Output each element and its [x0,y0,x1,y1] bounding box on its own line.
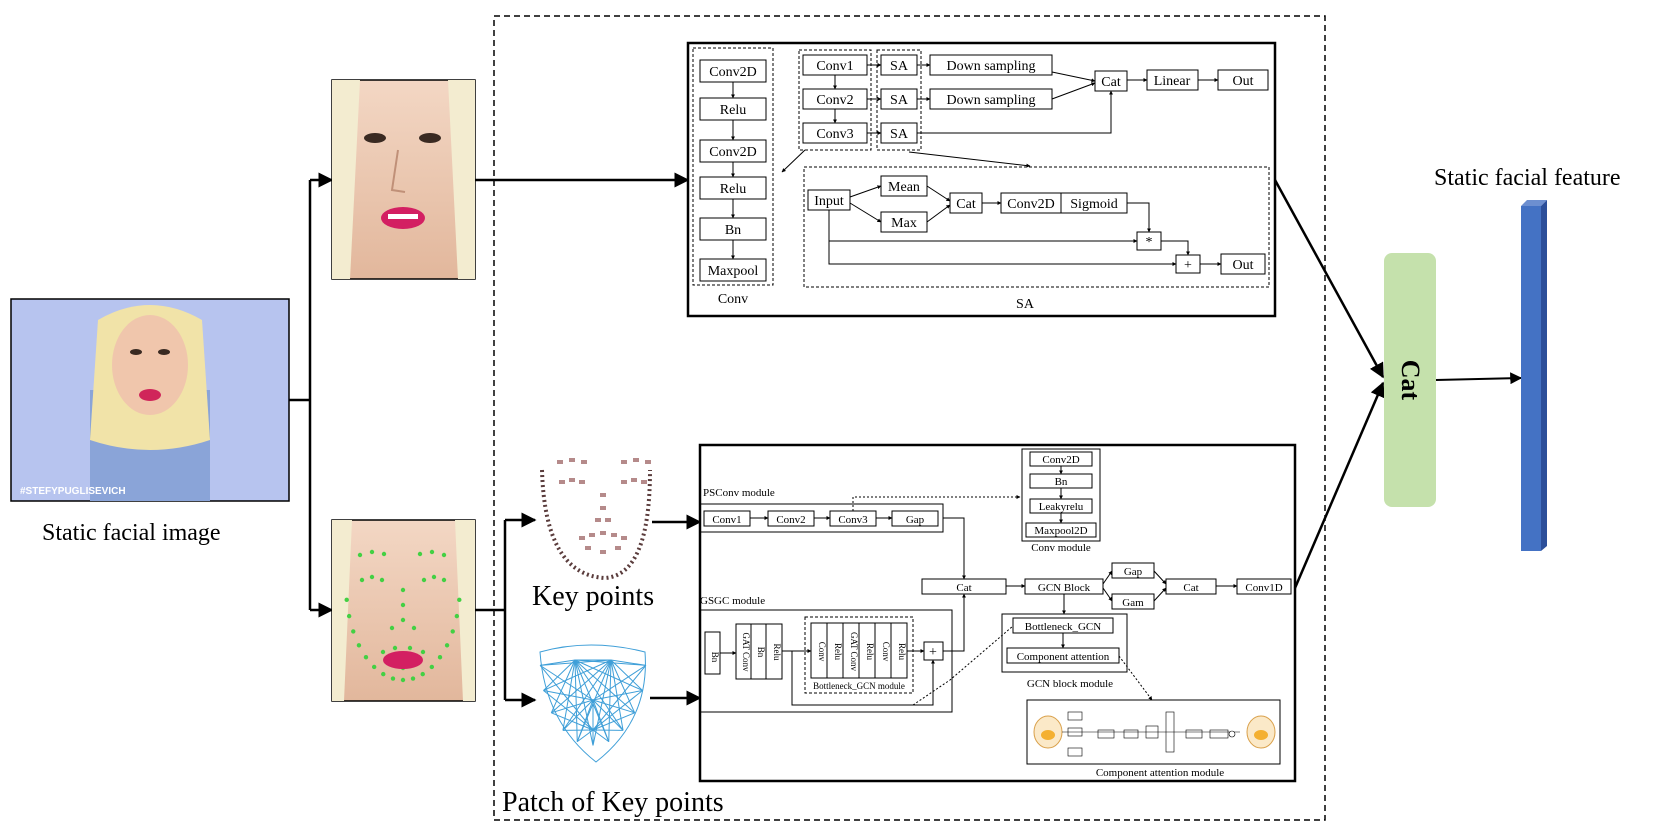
gcn-network-panel: PSConv module Conv1 Conv2 Conv3 Gap Conv… [698,443,1297,783]
psconv-item: Conv2 [776,514,805,526]
sa-mean-block: Mean [888,180,920,195]
down-sampling-block: Down sampling [946,93,1035,108]
bottleneck-cell: Relu [897,643,907,660]
conv-group-item: Relu [720,182,746,197]
main-cat-block [1384,253,1436,507]
component-attention-thumbnail [1033,711,1276,757]
bottleneck-cell: GAT Conv [849,632,859,672]
sa-detail-caption: SA [1016,297,1035,312]
conv-group-item: Relu [720,103,746,118]
gsgc-gat-item: GAT Conv [741,632,751,672]
gap-block: Gap [1124,566,1143,578]
gcn-block-module-item: Component attention [1017,651,1110,663]
sa-detail-out-block: Out [1233,258,1254,273]
gsgc-gat-item: Bn [756,647,766,658]
main-cat-label: Cat [1396,360,1425,401]
patch-of-key-points-label: Patch of Key points [502,787,724,818]
sa-detail-frame [803,166,1270,288]
sa-network-panel: Conv2D Relu Conv2D Relu Bn Maxpool Conv … [686,41,1277,318]
psconv-title: PSConv module [703,487,775,499]
conv-chain-item: Conv1 [816,59,853,74]
component-attention-caption: Component attention module [1096,767,1224,779]
gcn-block-module-caption: GCN block module [1027,678,1113,690]
conv-group-frame [692,47,774,286]
conv-group-block: Conv2D Relu Conv2D Relu Bn Maxpool [699,59,767,282]
gsgc-gat-item: Relu [772,644,782,661]
psconv-item: Conv1 [712,514,741,526]
conv-module-item: Conv2D [1042,454,1079,466]
arrow-gcn-to-cat [1293,381,1385,589]
conv1d-block: Conv1D [1245,582,1282,594]
static-facial-feature-bar [1521,200,1547,551]
conv-module-item: Maxpool2D [1034,525,1087,537]
gcn-block: GCN Block [1038,582,1091,594]
patch-key-points-graphic [539,644,647,763]
conv-module-item: Leakyrelu [1039,501,1084,513]
landmark-face-image [331,519,476,702]
conv-module-caption: Conv module [1031,542,1091,554]
gsgc-add-block: + [929,645,937,660]
key-points-label: Key points [532,581,654,612]
sa-block: SA [890,127,909,142]
sa-max-block: Max [891,216,917,231]
arrow-cat-to-feature [1435,372,1523,385]
conv-group-item: Conv2D [709,145,756,160]
static-facial-feature-label: Static facial feature [1434,165,1621,191]
watermark: #STEFYPUGLISEVICH [20,486,126,497]
sa-sigmoid-block: Sigmoid [1070,197,1117,212]
sa-cat-block: Cat [1101,75,1121,90]
bottleneck-frame [804,616,914,694]
conv-group-item: Bn [725,223,741,238]
down-sampling-block: Down sampling [946,59,1035,74]
sa-add-block: + [1184,258,1192,273]
linear-block: Linear [1154,74,1191,89]
bottleneck-cell: Conv [881,642,891,662]
conv-group-item: Maxpool [708,264,759,279]
key-points-graphic [540,458,652,581]
sa-conv2d-block: Conv2D [1007,197,1054,212]
bottleneck-caption: Bottleneck_GCN module [813,681,905,691]
bottleneck-cell: Conv [817,642,827,662]
gcn-cat-block: Cat [956,582,971,594]
conv-module-item: Bn [1055,476,1068,488]
psconv-item: Conv3 [838,514,868,526]
gcn-cat2-block: Cat [1183,582,1198,594]
face-crop-image [331,79,476,280]
static-facial-image-label: Static facial image [42,520,221,546]
static-facial-image: #STEFYPUGLISEVICH [10,298,290,502]
gsgc-title: GSGC module [700,595,765,607]
bottleneck-cell: Relu [865,643,875,660]
branch-split-line [289,180,312,610]
gsgc-bn-block: Bn [710,652,720,663]
sa-block: SA [890,93,909,108]
conv-group-item: Conv2D [709,65,756,80]
conv-chain-item: Conv3 [816,127,853,142]
gam-block: Gam [1122,597,1144,609]
sa-multiply-block: * [1146,235,1153,250]
conv-group-caption: Conv [718,292,748,307]
sa-out-block: Out [1233,74,1254,89]
outer-dashed-frame [493,15,1326,821]
landmark-branch-line [475,520,507,700]
sa-input-block: Input [814,194,844,209]
sa-block: SA [890,59,909,74]
gcn-block-module-item: Bottleneck_GCN [1025,621,1101,633]
bottleneck-cell: Relu [833,643,843,660]
arrow-sa-to-cat [1273,179,1385,379]
psconv-item: Gap [906,514,925,526]
sa-detail-cat-block: Cat [956,197,976,212]
conv-chain-item: Conv2 [816,93,853,108]
